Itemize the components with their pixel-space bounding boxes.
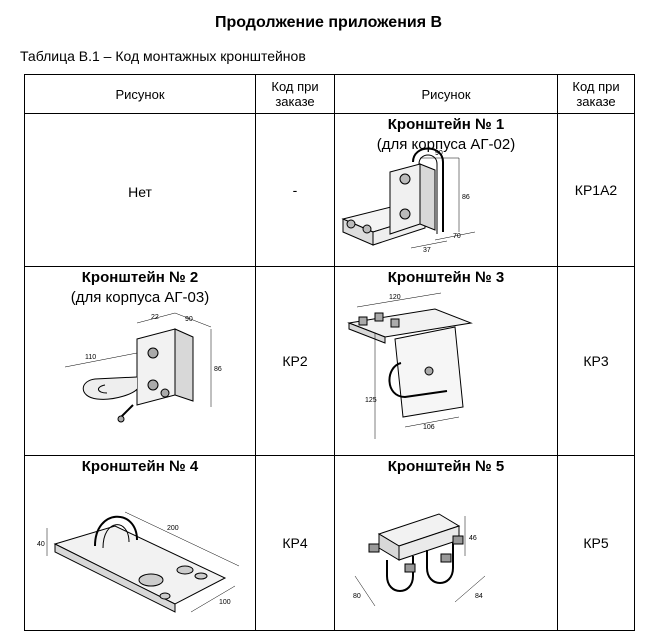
bracket-3-dim-width: 120 [389, 294, 401, 301]
bracket-3-dim-height: 125 [365, 397, 377, 404]
bracket-3-drawing: 120 125 106 [347, 292, 473, 439]
header-order-code-line2: заказе [275, 94, 315, 109]
bracket-2-drawing: 110 22 90 86 [64, 312, 222, 423]
bracket-2-dim-height: 86 [214, 366, 222, 373]
bracket-1-dim-height: 86 [462, 194, 470, 201]
picture-cell-none: Нет [24, 113, 256, 267]
order-code-kr5: КР5 [583, 535, 609, 551]
picture-cell-bracket-3: 120 125 106 Кронштейн № 3 [334, 266, 558, 456]
header-picture-left: Рисунок [24, 74, 256, 114]
bracket-4-dim-width: 100 [219, 599, 231, 606]
order-code-cell: - [255, 113, 335, 267]
order-code-dash: - [292, 182, 298, 198]
bracket-2-dim-length: 110 [85, 354, 96, 361]
bracket-3-dim-depth: 106 [423, 424, 435, 431]
bracket-2-subtitle: (для корпуса АГ-03) [70, 289, 210, 306]
bracket-4-drawing: 200 40 100 [37, 511, 240, 613]
bracket-5-title: Кронштейн № 5 [387, 458, 505, 475]
bracket-4-title: Кронштейн № 4 [81, 458, 199, 475]
table-row: 110 22 90 86 Кронштейн № 2 (для корпуса … [24, 266, 635, 456]
header-picture-right: Рисунок [334, 74, 558, 114]
header-order-code-line2: заказе [576, 94, 616, 109]
bracket-1-drawing: 90 86 70 37 [341, 147, 476, 254]
bracket-5-dim-depth: 84 [475, 593, 483, 600]
header-order-code-line1: Код при [572, 79, 620, 94]
bracket-4-dim-height: 40 [37, 541, 45, 548]
order-code-cell: КР1А2 [557, 113, 635, 267]
header-order-code-line1: Код при [271, 79, 319, 94]
no-picture-text: Нет [128, 184, 152, 200]
header-order-code-right: Код при заказе [557, 74, 635, 114]
bracket-1-dim-depth: 70 [453, 233, 461, 240]
order-code-cell: КР2 [255, 266, 335, 456]
bracket-5-drawing: 46 80 84 [353, 513, 486, 607]
order-code-kr4: КР4 [282, 535, 308, 551]
bracket-5-dim-span: 80 [353, 593, 361, 600]
bracket-2-dim-offset: 22 [151, 314, 159, 321]
table-row: Нет - [24, 113, 635, 267]
bracket-1-subtitle: (для корпуса АГ-02) [376, 136, 516, 153]
order-code-cell: КР3 [557, 266, 635, 456]
bracket-1-dim-offset: 37 [423, 247, 431, 254]
bracket-1-title: Кронштейн № 1 [387, 116, 505, 133]
table-caption: Таблица В.1 – Код монтажных кронштейнов [20, 48, 306, 64]
picture-cell-bracket-5: 46 80 84 Кронштейн № 5 [334, 455, 558, 631]
order-code-kr2: КР2 [282, 353, 308, 369]
bracket-2-dim-width: 90 [185, 316, 193, 323]
page-title: Продолжение приложения В [214, 14, 443, 31]
bracket-code-table: Рисунок Код при заказе Рисунок Код при з… [24, 74, 635, 631]
header-order-code-left: Код при заказе [255, 74, 335, 114]
order-code-kr3: КР3 [583, 353, 609, 369]
bracket-5-dim-height: 46 [469, 535, 477, 542]
picture-cell-bracket-1: 90 86 70 37 Кронштейн № 1 (для корпуса А… [334, 113, 558, 267]
table-row: 200 40 100 Кронштейн № 4 КР4 [24, 455, 635, 631]
bracket-2-title: Кронштейн № 2 [81, 269, 199, 286]
table-header-row: Рисунок Код при заказе Рисунок Код при з… [24, 74, 635, 114]
bracket-1-dim-width: 90 [435, 150, 443, 157]
order-code-cell: КР4 [255, 455, 335, 631]
bracket-4-dim-length: 200 [167, 525, 179, 532]
order-code-kr1a2: КР1А2 [574, 182, 618, 198]
picture-cell-bracket-4: 200 40 100 Кронштейн № 4 [24, 455, 256, 631]
bracket-3-title: Кронштейн № 3 [387, 269, 505, 286]
picture-cell-bracket-2: 110 22 90 86 Кронштейн № 2 (для корпуса … [24, 266, 256, 456]
order-code-cell: КР5 [557, 455, 635, 631]
